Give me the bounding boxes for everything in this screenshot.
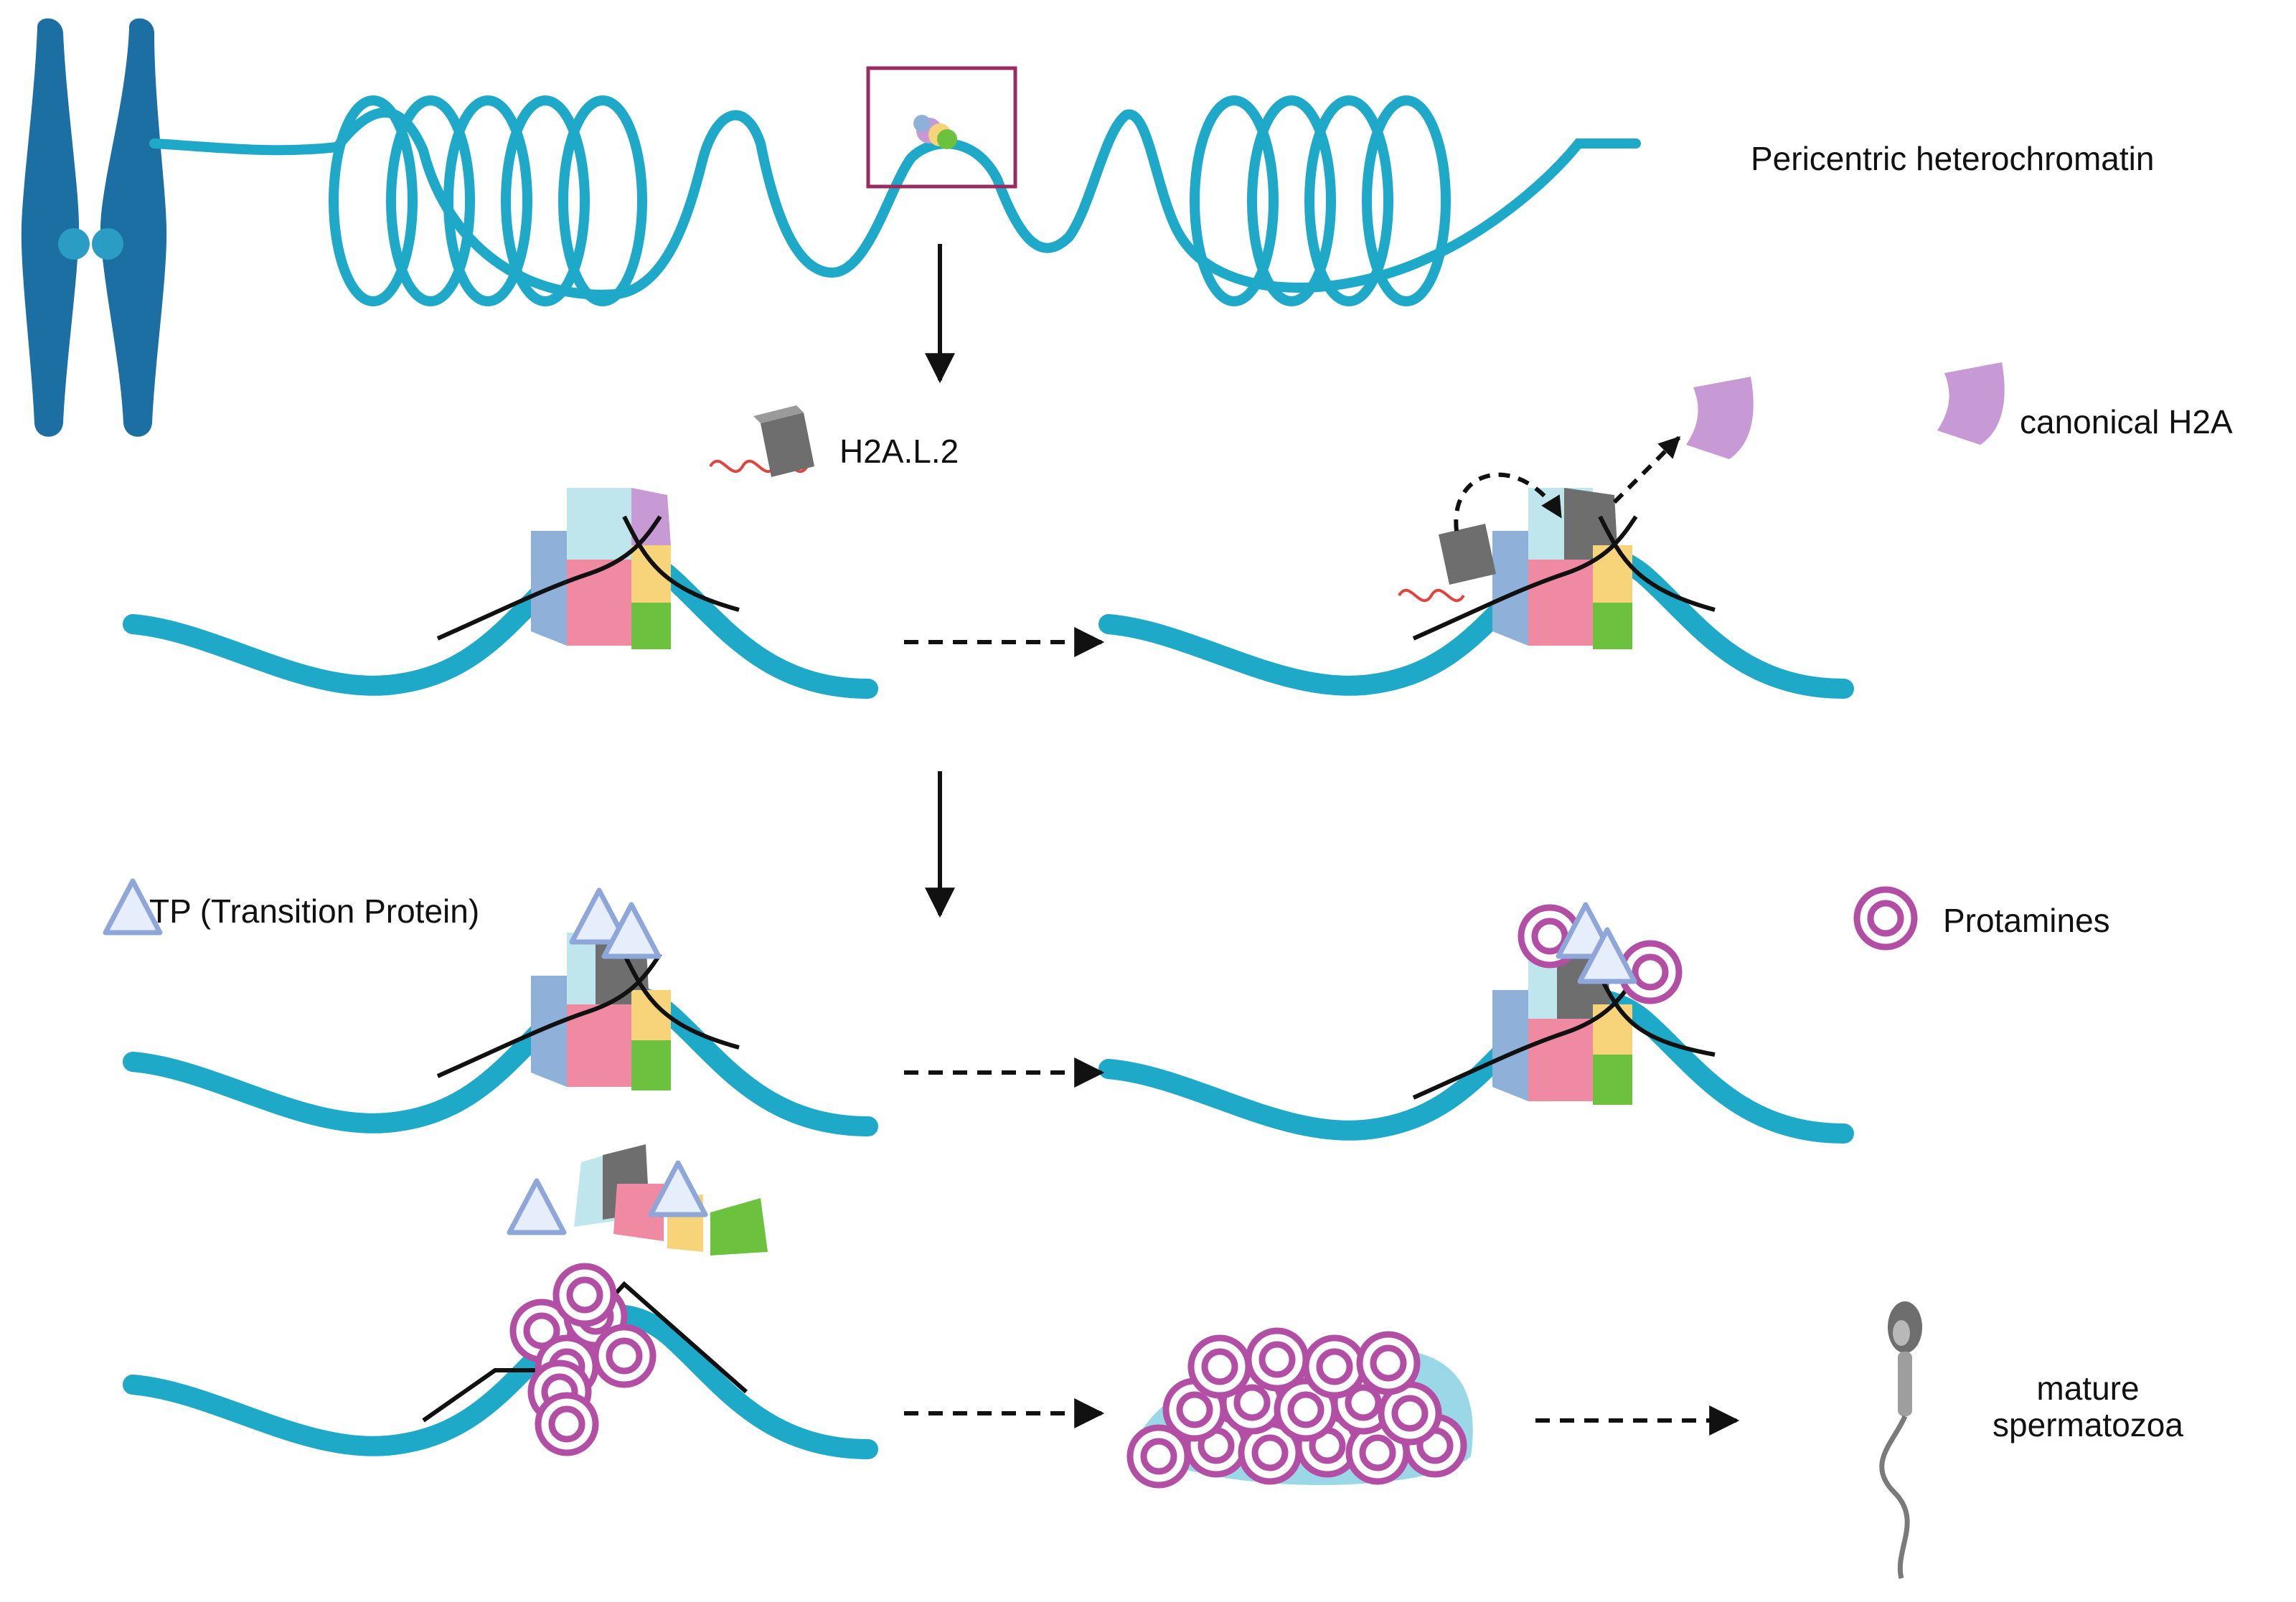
chromatin-fiber: [149, 95, 1641, 306]
h2al2-icon: [753, 405, 814, 477]
protamine-cluster: [513, 1266, 653, 1453]
exchange-arrow-out: [1612, 435, 1681, 504]
tp-label: TP (Transition Protein): [149, 892, 480, 930]
nucleosome-icon: [436, 488, 740, 649]
ejected-histones: [574, 1144, 768, 1255]
spermatozoa-line: spermatozoa: [1992, 1405, 2183, 1443]
nucleosome-icon: [436, 933, 740, 1090]
pericentric-label: Pericentric heterochromatin: [1751, 140, 2155, 177]
compacted-chromatin: [1130, 1331, 1473, 1485]
chromosome-icon: [21, 18, 167, 437]
h2a-icon: [1937, 362, 2005, 445]
mini-nucleosome: [913, 115, 957, 149]
zoom-box: [866, 66, 1017, 189]
h2al2-label: H2A.L.2: [839, 433, 959, 470]
canonical-h2a-label: canonical H2A: [2020, 403, 2233, 440]
h2a-icon: [1686, 377, 1754, 459]
chromatin-wave: [123, 1304, 878, 1459]
nucleosome-icon: [1412, 488, 1716, 649]
h2al2-icon: [1398, 524, 1496, 603]
sperm-icon: [1879, 1301, 1922, 1579]
transition-protein-icon: [509, 1181, 564, 1233]
protamines-label: Protamines: [1943, 902, 2110, 939]
mature-spermatozoa-label: mature spermatozoa: [1966, 1370, 2210, 1443]
exchange-arrow-in: [1454, 472, 1563, 532]
mature-line: mature: [2036, 1370, 2140, 1407]
